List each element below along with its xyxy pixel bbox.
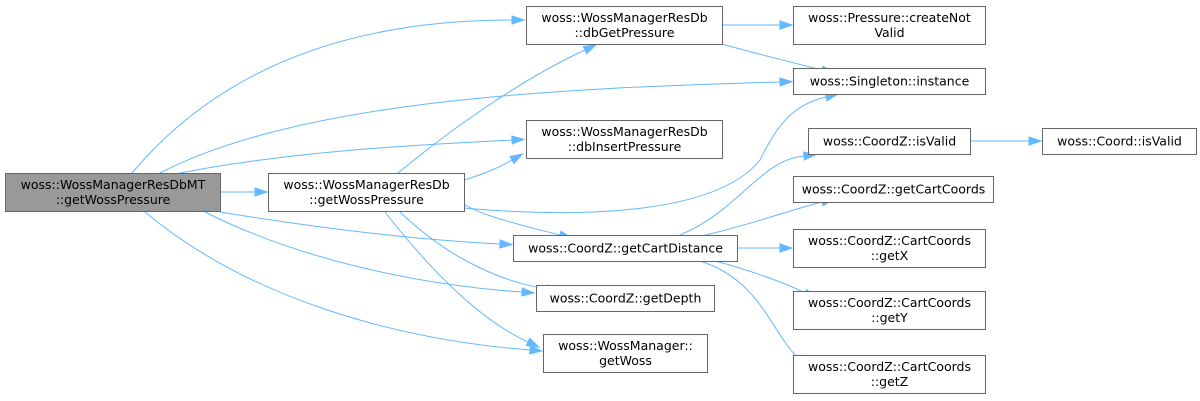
arrowhead xyxy=(779,243,794,253)
node-getX[interactable]: woss::CoordZ::CartCoords::getX xyxy=(793,229,986,268)
node-label-line: woss::Coord::isValid xyxy=(1057,134,1182,149)
edge-root-to-getCartDistance xyxy=(219,211,514,249)
node-box xyxy=(5,173,221,212)
node-box xyxy=(793,6,986,45)
node-label-line: ::getZ xyxy=(871,374,909,389)
node-label-line: ::getY xyxy=(871,310,908,325)
edge-root-to-getDepth xyxy=(204,211,536,297)
arrowhead xyxy=(1028,136,1043,146)
arrowhead xyxy=(521,287,536,297)
node-box xyxy=(793,291,986,330)
node-getDepth[interactable]: woss::CoordZ::getDepth xyxy=(536,285,715,312)
node-label-line: woss::Pressure::createNot xyxy=(808,10,971,25)
node-dbInsertPressure[interactable]: woss::WossManagerResDb::dbInsertPressure xyxy=(526,120,723,159)
arrowhead xyxy=(525,337,541,348)
node-root[interactable]: woss::WossManagerResDbMT::getWossPressur… xyxy=(5,173,221,212)
node-getCartCoords[interactable]: woss::CoordZ::getCartCoords xyxy=(793,176,994,203)
edge-root-to-dbGetPressure xyxy=(131,15,526,174)
arrowhead xyxy=(779,77,794,87)
node-label-line: ::dbInsertPressure xyxy=(568,139,682,154)
edge-getWossPressure-to-dbInsertPressure xyxy=(463,153,524,181)
node-label-line: woss::CoordZ::CartCoords xyxy=(808,233,971,248)
node-label-line: woss::CoordZ::getDepth xyxy=(550,291,702,306)
node-box xyxy=(526,120,723,159)
node-getWossPressure[interactable]: woss::WossManagerResDb::getWossPressure xyxy=(268,173,465,212)
node-box xyxy=(1042,128,1197,155)
node-box xyxy=(793,176,994,203)
arrowhead xyxy=(529,345,544,355)
node-box xyxy=(808,128,971,155)
edge-root-to-getWoss xyxy=(144,211,544,355)
edge-isValidZ-to-isValidCoord xyxy=(970,136,1043,146)
edge-getWossPressure-to-dbGetPressure xyxy=(397,44,598,174)
edge-getCartDistance-to-getX xyxy=(737,243,794,253)
edge-getWossPressure-to-getWoss xyxy=(384,211,541,348)
node-label-line: ::dbGetPressure xyxy=(575,25,675,40)
node-isValidCoord[interactable]: woss::Coord::isValid xyxy=(1042,128,1197,155)
arrowhead xyxy=(779,20,794,30)
edge-root-to-instance xyxy=(159,77,794,174)
arrowhead xyxy=(511,135,526,145)
edge-getCartDistance-to-getZ xyxy=(699,260,808,368)
node-label-line: Valid xyxy=(874,25,904,40)
node-box xyxy=(793,355,986,394)
node-getZ[interactable]: woss::CoordZ::CartCoords::getZ xyxy=(793,355,986,394)
node-box xyxy=(536,285,715,312)
node-label-line: woss::Singleton::instance xyxy=(810,74,970,89)
node-label-line: woss::CoordZ::CartCoords xyxy=(808,359,971,374)
node-dbGetPressure[interactable]: woss::WossManagerResDb::dbGetPressure xyxy=(526,6,723,45)
node-label-line: woss::WossManagerResDb xyxy=(541,10,707,25)
node-label-line: woss::CoordZ::getCartCoords xyxy=(802,182,986,197)
node-isValidZ[interactable]: woss::CoordZ::isValid xyxy=(808,128,971,155)
node-box xyxy=(793,68,986,95)
node-label-line: woss::WossManagerResDb xyxy=(283,177,449,192)
arrowhead xyxy=(509,153,524,165)
node-label-line: getWoss xyxy=(599,353,652,368)
node-box xyxy=(268,173,465,212)
node-label-line: ::getWossPressure xyxy=(309,192,424,207)
node-label-line: woss::WossManagerResDb xyxy=(541,124,707,139)
node-instance[interactable]: woss::Singleton::instance xyxy=(793,68,986,95)
edge-dbGetPressure-to-createNotValid xyxy=(722,20,794,30)
node-getY[interactable]: woss::CoordZ::CartCoords::getY xyxy=(793,291,986,330)
edge-root-to-dbInsertPressure xyxy=(179,135,526,174)
node-label-line: woss::WossManagerResDbMT xyxy=(21,177,206,192)
node-getWoss[interactable]: woss::WossManager::getWoss xyxy=(543,334,708,373)
node-box xyxy=(793,229,986,268)
node-box xyxy=(543,334,708,373)
node-getCartDistance[interactable]: woss::CoordZ::getCartDistance xyxy=(513,235,738,262)
node-box xyxy=(526,6,723,45)
node-label-line: ::getX xyxy=(871,248,909,263)
node-label-line: woss::WossManager:: xyxy=(558,338,693,353)
arrowhead xyxy=(511,15,526,25)
arrowhead xyxy=(499,239,514,249)
edge-root-to-getWossPressure xyxy=(220,187,269,197)
node-label-line: ::getWossPressure xyxy=(56,192,171,207)
node-label-line: woss::CoordZ::isValid xyxy=(823,134,956,149)
node-box xyxy=(513,235,738,262)
node-label-line: woss::CoordZ::CartCoords xyxy=(808,295,971,310)
node-label-line: woss::CoordZ::getCartDistance xyxy=(528,241,723,256)
arrowhead xyxy=(254,187,269,197)
arrowhead xyxy=(582,44,598,55)
